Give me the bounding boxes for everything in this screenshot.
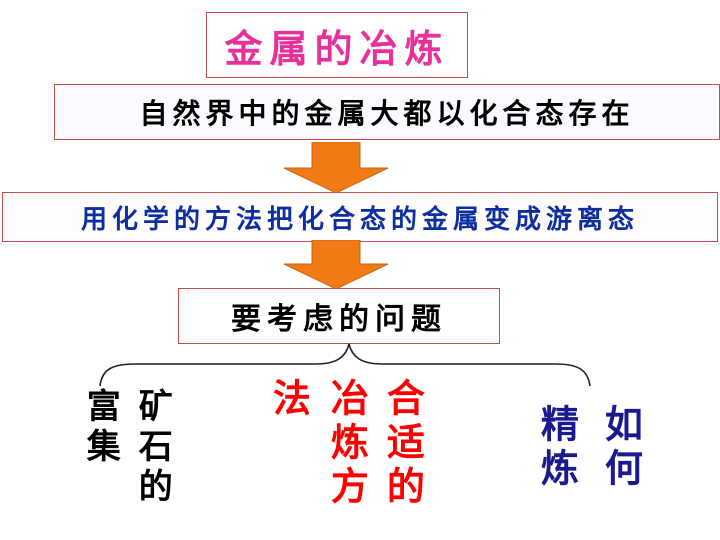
column-text-middle-b: 冶炼方 — [324, 378, 370, 510]
column-text-middle-c: 合适的 — [380, 378, 426, 510]
column-text-right-a: 精炼 — [534, 404, 580, 492]
title-box: 金属的冶炼 — [206, 12, 468, 78]
column-text-middle-a: 法 — [266, 378, 312, 422]
title-text: 金属的冶炼 — [224, 25, 450, 71]
down-arrow-2 — [283, 240, 389, 290]
column-text-left-b: 矿石的 — [132, 388, 173, 508]
statement-box-2: 用化学的方法把化合态的金属变成游离态 — [2, 192, 718, 242]
column-text-left-a: 富集 — [80, 388, 121, 468]
statement-text-1: 自然界中的金属大都以化合态存在 — [139, 97, 635, 130]
down-arrow-1 — [283, 142, 389, 194]
column-text-right-b: 如何 — [598, 404, 644, 492]
question-text: 要考虑的问题 — [231, 302, 447, 337]
question-box: 要考虑的问题 — [178, 288, 500, 344]
statement-box-1: 自然界中的金属大都以化合态存在 — [54, 84, 720, 140]
statement-text-2: 用化学的方法把化合态的金属变成游离态 — [80, 204, 639, 235]
curly-brace — [99, 343, 591, 387]
